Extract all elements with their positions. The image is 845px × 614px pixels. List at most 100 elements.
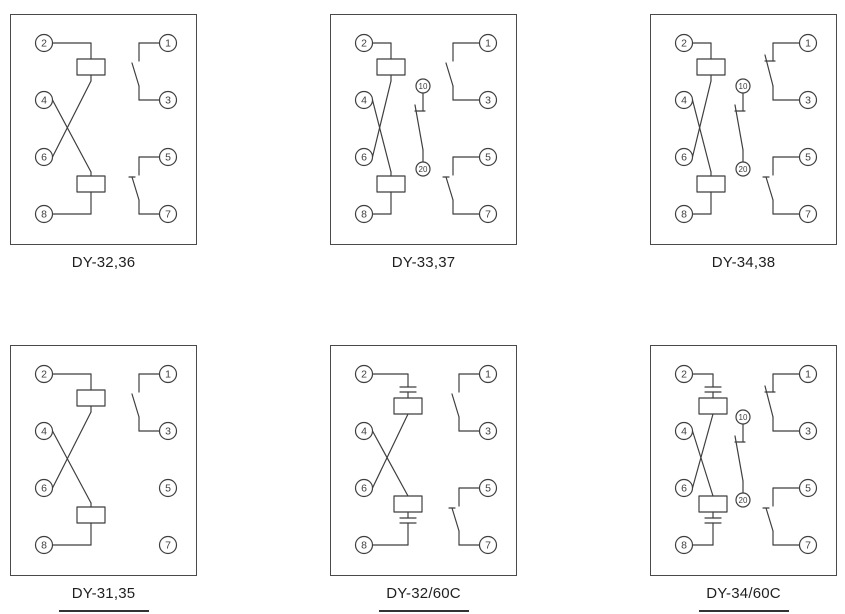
terminal-5: 5 — [798, 147, 818, 167]
terminal-5: 5 — [798, 478, 818, 498]
cropped-table-border — [699, 610, 789, 612]
terminal-number: 1 — [485, 38, 491, 50]
terminal-number: 1 — [805, 369, 811, 381]
terminal-number: 6 — [361, 152, 367, 164]
contact-open-hook — [448, 487, 481, 546]
terminal-3: 3 — [478, 421, 498, 441]
terminal-circle — [674, 90, 694, 110]
terminal-1: 1 — [478, 33, 498, 53]
terminal-number: 2 — [41, 38, 47, 50]
coil — [376, 175, 406, 193]
terminal-number: 1 — [485, 369, 491, 381]
terminal-number: 6 — [681, 152, 687, 164]
terminal-number: 7 — [485, 209, 491, 221]
terminal-circle — [735, 409, 751, 425]
terminal-circle — [674, 147, 694, 167]
terminal-circle — [478, 535, 498, 555]
coil — [376, 58, 406, 76]
terminal-1: 1 — [798, 33, 818, 53]
terminal-7: 7 — [798, 535, 818, 555]
terminal-number: 3 — [805, 95, 811, 107]
terminal-circle — [34, 147, 54, 167]
cropped-table-border — [379, 610, 469, 612]
contact-blade — [451, 393, 460, 418]
terminal-number: 3 — [165, 426, 171, 438]
terminal-7: 7 — [798, 204, 818, 224]
capacitor — [399, 386, 417, 393]
terminal-circle — [478, 90, 498, 110]
terminal-number: 8 — [681, 540, 687, 552]
terminal-circle — [415, 78, 431, 94]
terminal-circle — [354, 535, 374, 555]
diagram-title: DY-33,37 — [391, 254, 456, 271]
terminal-circle — [354, 147, 374, 167]
contact-blade — [414, 104, 424, 151]
terminal-number: 3 — [485, 426, 491, 438]
contact-blade — [131, 393, 140, 418]
terminal-circle — [478, 421, 498, 441]
terminal-circle — [674, 33, 694, 53]
terminal-number: 20 — [419, 165, 428, 174]
crossing-wire — [691, 99, 712, 173]
terminal-number: 4 — [681, 95, 687, 107]
terminal-4: 4 — [674, 90, 694, 110]
contact-blade — [445, 62, 454, 87]
terminal-6: 6 — [354, 478, 374, 498]
terminal-6: 6 — [34, 478, 54, 498]
coil — [696, 58, 726, 76]
terminal-circle — [798, 478, 818, 498]
contact-open — [451, 373, 481, 432]
crossing-wire — [51, 411, 92, 489]
terminal-number: 5 — [165, 483, 171, 495]
terminal-circle — [798, 204, 818, 224]
terminal-circle — [34, 421, 54, 441]
crossing-wire — [51, 430, 92, 504]
terminal-circle — [798, 421, 818, 441]
terminal-circle — [34, 33, 54, 53]
capacitor — [704, 386, 722, 393]
terminal-7: 7 — [158, 535, 178, 555]
terminal-7: 7 — [158, 204, 178, 224]
terminal-circle — [158, 421, 178, 441]
terminal-1: 1 — [478, 364, 498, 384]
capacitor — [399, 517, 417, 524]
terminal-5: 5 — [478, 147, 498, 167]
contact-middle-closed — [414, 92, 426, 163]
terminal-3: 3 — [798, 90, 818, 110]
terminal-circle — [158, 535, 178, 555]
terminal-8: 8 — [34, 535, 54, 555]
terminal-circle — [735, 161, 751, 177]
contact-open — [445, 42, 481, 101]
contact-blade — [734, 104, 744, 151]
diagram-title: DY-34/60C — [706, 585, 781, 602]
terminal-number: 4 — [41, 426, 47, 438]
terminal-circle — [478, 33, 498, 53]
terminal-number: 5 — [805, 152, 811, 164]
terminal-7: 7 — [478, 535, 498, 555]
terminal-number: 7 — [805, 209, 811, 221]
terminal-number: 7 — [165, 209, 171, 221]
terminal-circle — [158, 478, 178, 498]
coil — [698, 397, 728, 415]
terminal-8: 8 — [674, 204, 694, 224]
terminal-circle — [798, 90, 818, 110]
terminal-5: 5 — [478, 478, 498, 498]
terminal-8: 8 — [354, 204, 374, 224]
coil — [393, 495, 423, 513]
coil — [76, 506, 106, 524]
contact-blade — [734, 435, 744, 482]
diagram-title: DY-32,36 — [71, 254, 136, 271]
terminal-circle — [478, 478, 498, 498]
terminal-6: 6 — [674, 147, 694, 167]
